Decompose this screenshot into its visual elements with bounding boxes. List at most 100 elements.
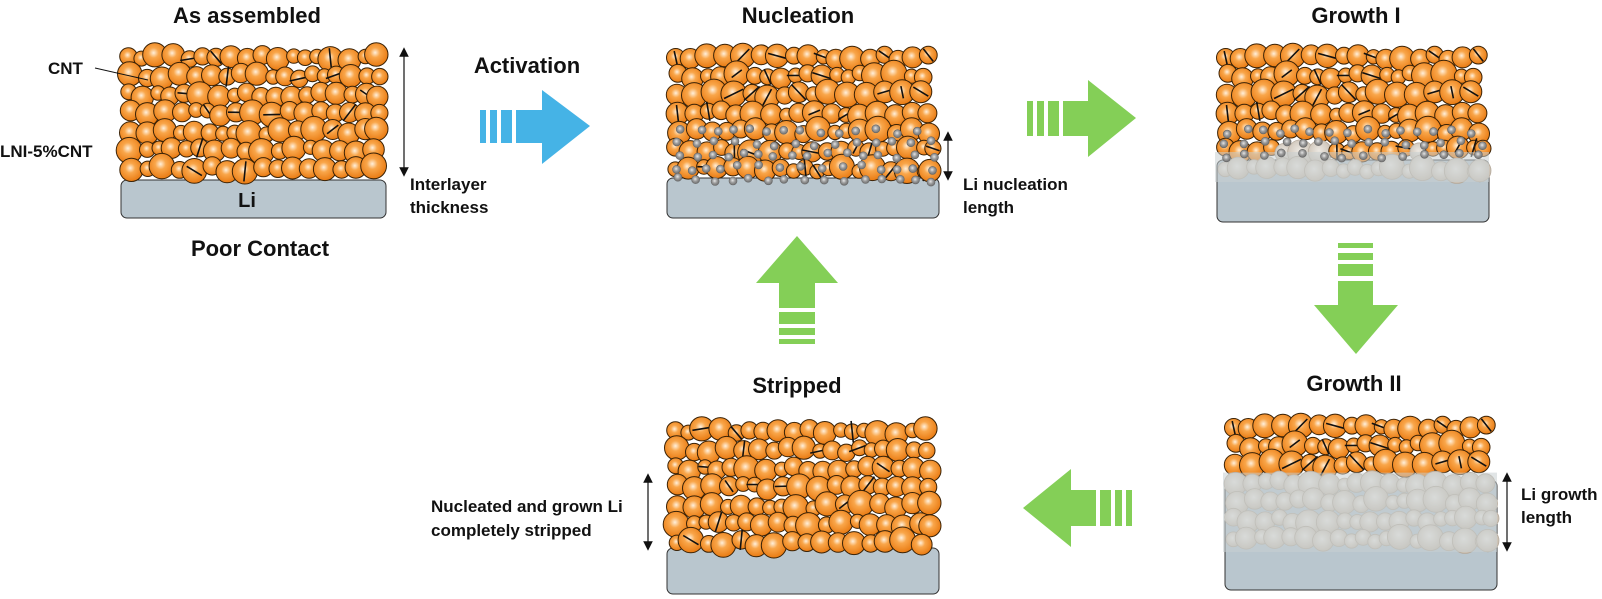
- cnt-fiber: [1313, 68, 1322, 85]
- li-nucleus: [930, 153, 939, 162]
- lni-particle: [917, 490, 942, 516]
- cnt-fiber: [739, 529, 743, 550]
- panel-title: Nucleation: [742, 3, 854, 28]
- li-nucleus: [1320, 152, 1329, 161]
- li-nucleus: [709, 136, 719, 146]
- dimension-label-line2: thickness: [410, 198, 488, 217]
- cnt-fiber: [225, 66, 230, 87]
- li-nucleus: [796, 162, 805, 171]
- li-nucleus: [1219, 139, 1229, 149]
- particle-layer: [1215, 42, 1492, 184]
- cnt-fiber: [673, 50, 678, 65]
- li-nucleus: [802, 151, 812, 161]
- li-nucleus: [1298, 149, 1307, 158]
- li-nucleus: [729, 125, 738, 134]
- li-nucleus: [1420, 141, 1429, 150]
- li-nucleus: [819, 175, 829, 185]
- lni-particle: [710, 532, 737, 558]
- cnt-fiber: [186, 165, 203, 177]
- lni-particle: [244, 61, 269, 86]
- li-nucleus: [830, 140, 840, 149]
- li-nucleus: [926, 136, 936, 145]
- cnt-fiber: [1293, 85, 1311, 101]
- li-nucleus: [779, 125, 789, 135]
- li-nucleus: [871, 138, 881, 147]
- arrow-down-icon: [1314, 243, 1398, 354]
- li-nucleus: [1359, 151, 1368, 160]
- li-nucleus: [1363, 124, 1373, 134]
- cnt-fiber: [714, 512, 723, 532]
- li-nucleus: [779, 175, 789, 184]
- li-nucleus: [768, 152, 778, 161]
- li-nucleus: [1455, 149, 1464, 158]
- cnt-fiber: [735, 48, 750, 63]
- li-nucleus: [1239, 139, 1249, 149]
- li-nucleus: [893, 129, 902, 138]
- cnt-fiber: [1472, 48, 1484, 62]
- cnt-fiber: [342, 103, 357, 122]
- li-nucleus: [728, 176, 738, 186]
- li-nucleus: [769, 141, 779, 151]
- cnt-fiber: [1436, 420, 1450, 430]
- cnt-fiber: [1470, 456, 1487, 467]
- li-nucleus: [1436, 138, 1445, 148]
- li-nucleus: [895, 175, 905, 184]
- li-nucleus: [834, 129, 844, 138]
- li-nucleus: [912, 126, 922, 136]
- li-nucleus: [873, 150, 883, 160]
- cnt-fiber: [1285, 48, 1300, 63]
- cnt-fiber: [328, 48, 333, 71]
- li-nucleus: [906, 138, 916, 147]
- li-nucleus: [1380, 137, 1390, 147]
- li-nucleus: [876, 165, 886, 174]
- li-nucleus: [1474, 150, 1483, 159]
- li-nucleus: [754, 160, 763, 170]
- li-nucleus: [701, 164, 711, 173]
- li-nucleus: [1240, 149, 1249, 159]
- li-nucleus: [861, 175, 870, 184]
- lni-particle: [1346, 44, 1370, 68]
- li-nucleus: [1325, 128, 1334, 137]
- li-nucleus: [1396, 126, 1405, 135]
- li-nucleus: [687, 166, 697, 175]
- particle-layer: [665, 42, 942, 187]
- poor-contact-caption: Poor Contact: [191, 236, 330, 261]
- cnt-fiber: [1231, 420, 1236, 435]
- cnt-fiber: [1293, 418, 1308, 433]
- li-nucleus: [1420, 150, 1429, 159]
- li-nucleus: [838, 162, 848, 171]
- cnt-fiber: [1458, 455, 1463, 469]
- panel-title: As assembled: [173, 3, 321, 28]
- li-nucleus: [1412, 127, 1422, 137]
- li-nucleus: [1381, 129, 1390, 138]
- cnt-fiber: [808, 109, 821, 116]
- panel-title: Stripped: [752, 373, 841, 398]
- grown-li-region: [1215, 152, 1489, 182]
- lni-particle: [796, 44, 820, 68]
- li-nucleus: [752, 140, 762, 149]
- li-nucleus: [1330, 136, 1339, 145]
- cnt-callout-line: [94, 67, 149, 81]
- lni-particle: [371, 67, 389, 86]
- cnt-fiber: [1273, 88, 1294, 100]
- cnt-fiber: [812, 164, 822, 179]
- lni-particle: [918, 514, 942, 538]
- cnt-fiber: [925, 145, 940, 152]
- lni-particle: [360, 152, 388, 180]
- panel-as-assembled: As assembled Li CNT LNI-5%CNT Interlayer…: [0, 3, 488, 261]
- panel-title: Growth II: [1306, 371, 1401, 396]
- cnt-fiber: [1348, 453, 1365, 471]
- li-nucleus: [672, 165, 681, 174]
- li-nucleus: [692, 139, 702, 148]
- grown-li-region: [1223, 472, 1497, 552]
- li-nucleus: [817, 164, 827, 173]
- li-nucleus: [788, 151, 797, 160]
- cnt-fiber: [1301, 455, 1319, 471]
- dimension-label-line2: length: [963, 198, 1014, 217]
- li-nucleus: [871, 124, 881, 134]
- li-nucleus: [911, 175, 920, 185]
- cnt-fiber: [326, 124, 339, 135]
- cnt-fiber: [1225, 104, 1230, 123]
- lni-particle: [918, 441, 936, 460]
- activation-step: Activation: [474, 53, 590, 164]
